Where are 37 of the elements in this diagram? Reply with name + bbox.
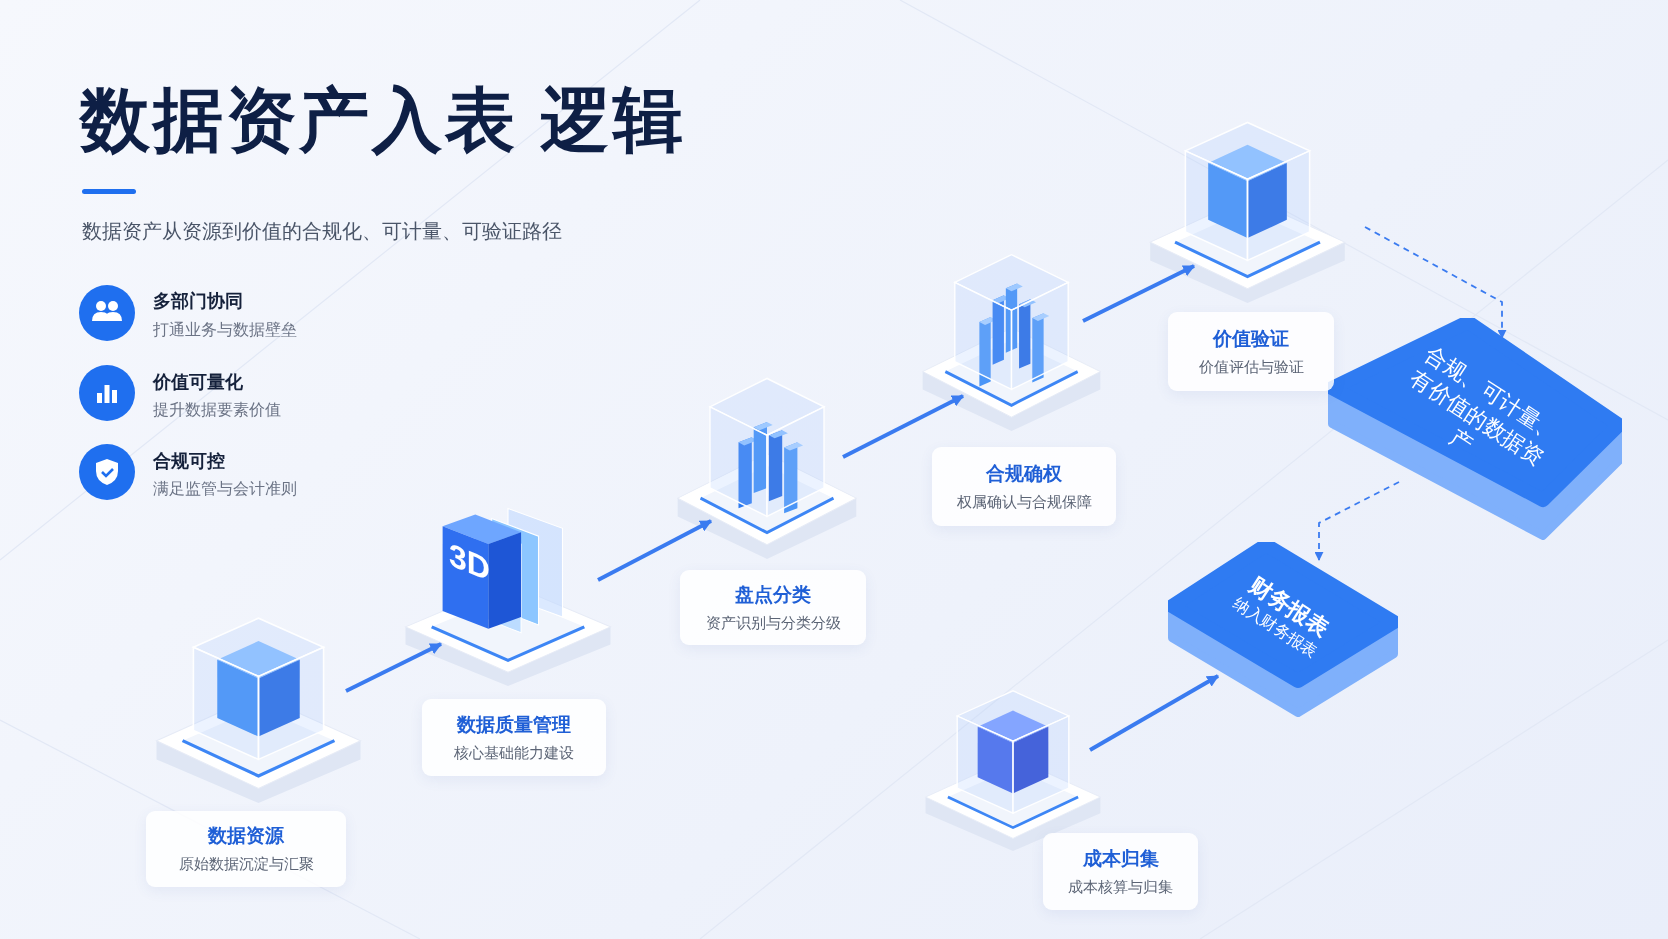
step-card [1168, 312, 1334, 391]
step-title: 盘点分类 [735, 582, 811, 607]
step-title: 成本归集 [1082, 846, 1159, 871]
step-description: 成本核算与归集 [1068, 876, 1173, 897]
step-card [146, 811, 346, 887]
dashed-arrow [1364, 226, 1507, 339]
slab-shape [1328, 318, 1622, 540]
feature-description: 满足监管与会计准则 [153, 479, 297, 499]
arrow [1089, 674, 1220, 752]
step-description: 价值评估与验证 [1198, 356, 1304, 377]
step-card [1043, 833, 1198, 910]
feature-title: 价值可量化 [153, 371, 243, 394]
step-title: 合规确权 [986, 461, 1062, 486]
arrow [1082, 264, 1196, 323]
slab-shape [1168, 542, 1398, 717]
step-description: 权属确认与合规保障 [956, 491, 1092, 512]
step-description: 原始数据沉淀与汇聚 [178, 854, 314, 874]
feature-description: 打通业务与数据壁垒 [153, 320, 297, 340]
step-description: 核心基础能力建设 [454, 742, 574, 763]
feature-description: 提升数据要素价值 [153, 400, 281, 420]
step-card [932, 447, 1116, 526]
arrow [842, 394, 965, 459]
step-title: 数据质量管理 [457, 712, 571, 737]
page-title: 数据资产入表 逻辑 [80, 80, 687, 161]
step-card [422, 699, 606, 776]
feature-title: 合规可控 [153, 450, 225, 473]
step-title: 价值验证 [1213, 326, 1289, 351]
slab-title: 合规、可计量、有价值的数据资产 [1403, 340, 1564, 472]
step-title: 数据资源 [208, 824, 284, 848]
cube-label: 3D [449, 536, 490, 588]
step-description: 资产识别与分类分级 [705, 612, 841, 633]
arrow [597, 519, 713, 582]
subtitle: 数据资产从资源到价值的合规化、可计量、可验证路径 [82, 219, 562, 243]
feature-title: 多部门协同 [153, 290, 243, 313]
arrow [345, 642, 443, 693]
dashed-arrow [1314, 481, 1400, 561]
step-card [680, 570, 866, 645]
